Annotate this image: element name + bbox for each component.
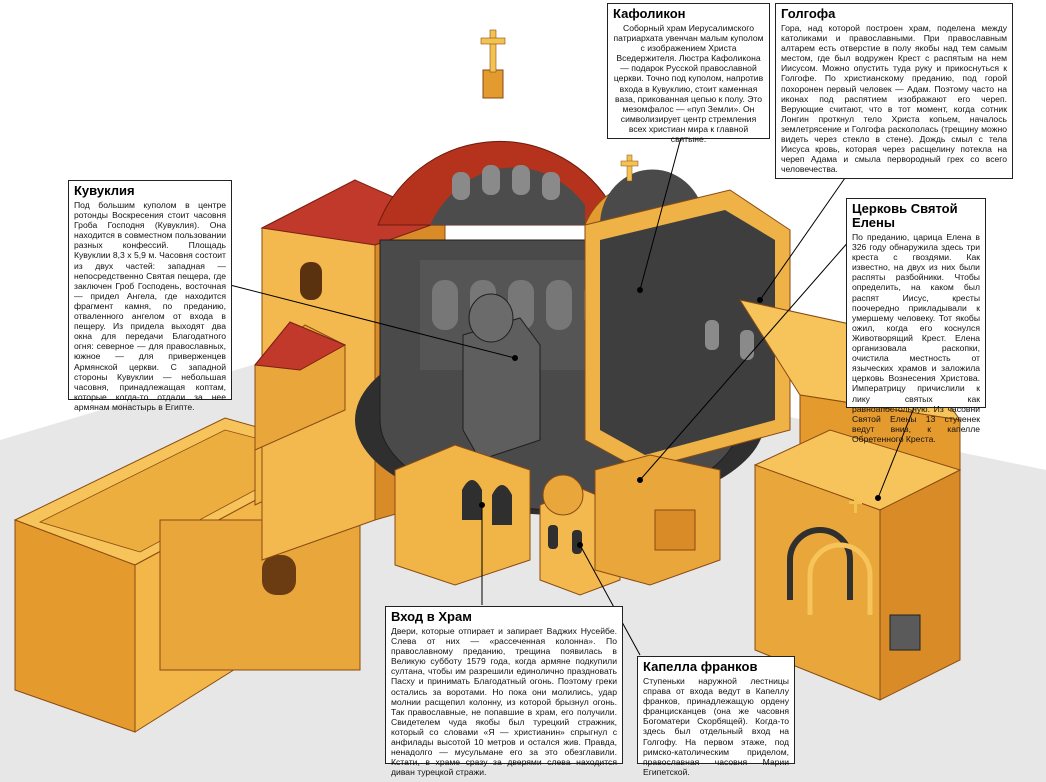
callout-elena: Церковь Святой Елены По преданию, царица… <box>846 198 986 444</box>
golgofa-title: Голгофа <box>781 6 836 21</box>
big-dome-cross-v <box>489 29 497 73</box>
elena-text: По преданию, царица Елена в 326 году обн… <box>852 232 980 444</box>
kuvukliya-title: Кувуклия <box>74 183 135 198</box>
callout-kafolikon: Кафоликон Соборный храм Иерусалимского п… <box>607 3 770 144</box>
helena-cross-v <box>854 497 857 513</box>
tower-window-1 <box>300 262 322 300</box>
helena-chapel-side <box>879 469 961 701</box>
franks-chapel-cupola <box>542 474 584 516</box>
kuvukliya-chapel <box>462 317 541 461</box>
helena-altar <box>889 614 921 651</box>
central-stair <box>654 509 696 551</box>
katholikon-cross-h <box>620 160 639 167</box>
leader-lines <box>229 129 916 656</box>
left-lower-window <box>262 555 296 595</box>
vhod-title: Вход в Храм <box>391 609 472 624</box>
kapella-text: Ступеньки наружной лестницы справа от вх… <box>643 676 789 777</box>
elena-title: Церковь Святой Елены <box>852 201 958 230</box>
callout-golgofa: Голгофа Гора, над которой построен храм,… <box>775 3 1013 179</box>
katholikon-cross-v <box>626 154 633 182</box>
katholikon-cut <box>600 210 775 455</box>
callout-kapella: Капелла франков Ступеньки наружной лестн… <box>637 656 795 777</box>
kafolikon-text: Соборный храм Иерусалимского патриархата… <box>613 23 764 145</box>
helena-arch-2 <box>807 542 873 615</box>
katholikon-windows <box>705 320 754 360</box>
franks-window-2 <box>572 530 582 554</box>
entrance-door-right <box>492 485 512 525</box>
helena-cross-h <box>849 501 862 504</box>
golgofa-text: Гора, над которой построен храм, поделен… <box>781 23 1007 175</box>
entrance-door-left <box>462 480 482 520</box>
callout-vhod: Вход в Храм Двери, которые отпирает и за… <box>385 606 623 777</box>
tower-porch-roof <box>254 321 347 371</box>
kafolikon-title: Кафоликон <box>613 6 686 21</box>
vhod-text: Двери, которые отпирает и запирает Ваджи… <box>391 626 617 778</box>
kapella-title: Капелла франков <box>643 659 758 674</box>
big-dome-cross-h <box>480 37 506 45</box>
left-block-lower <box>159 519 361 671</box>
kuvukliya-cupola <box>468 293 514 343</box>
dome-lantern <box>482 69 504 99</box>
franks-window-1 <box>548 525 558 549</box>
callout-kuvukliya: Кувуклия Под большим куполом в центре ро… <box>68 180 232 412</box>
dome-windows <box>452 165 560 200</box>
helena-arch-1 <box>787 527 853 600</box>
kuvukliya-text: Под большим куполом в центре ротонды Вос… <box>74 200 226 412</box>
